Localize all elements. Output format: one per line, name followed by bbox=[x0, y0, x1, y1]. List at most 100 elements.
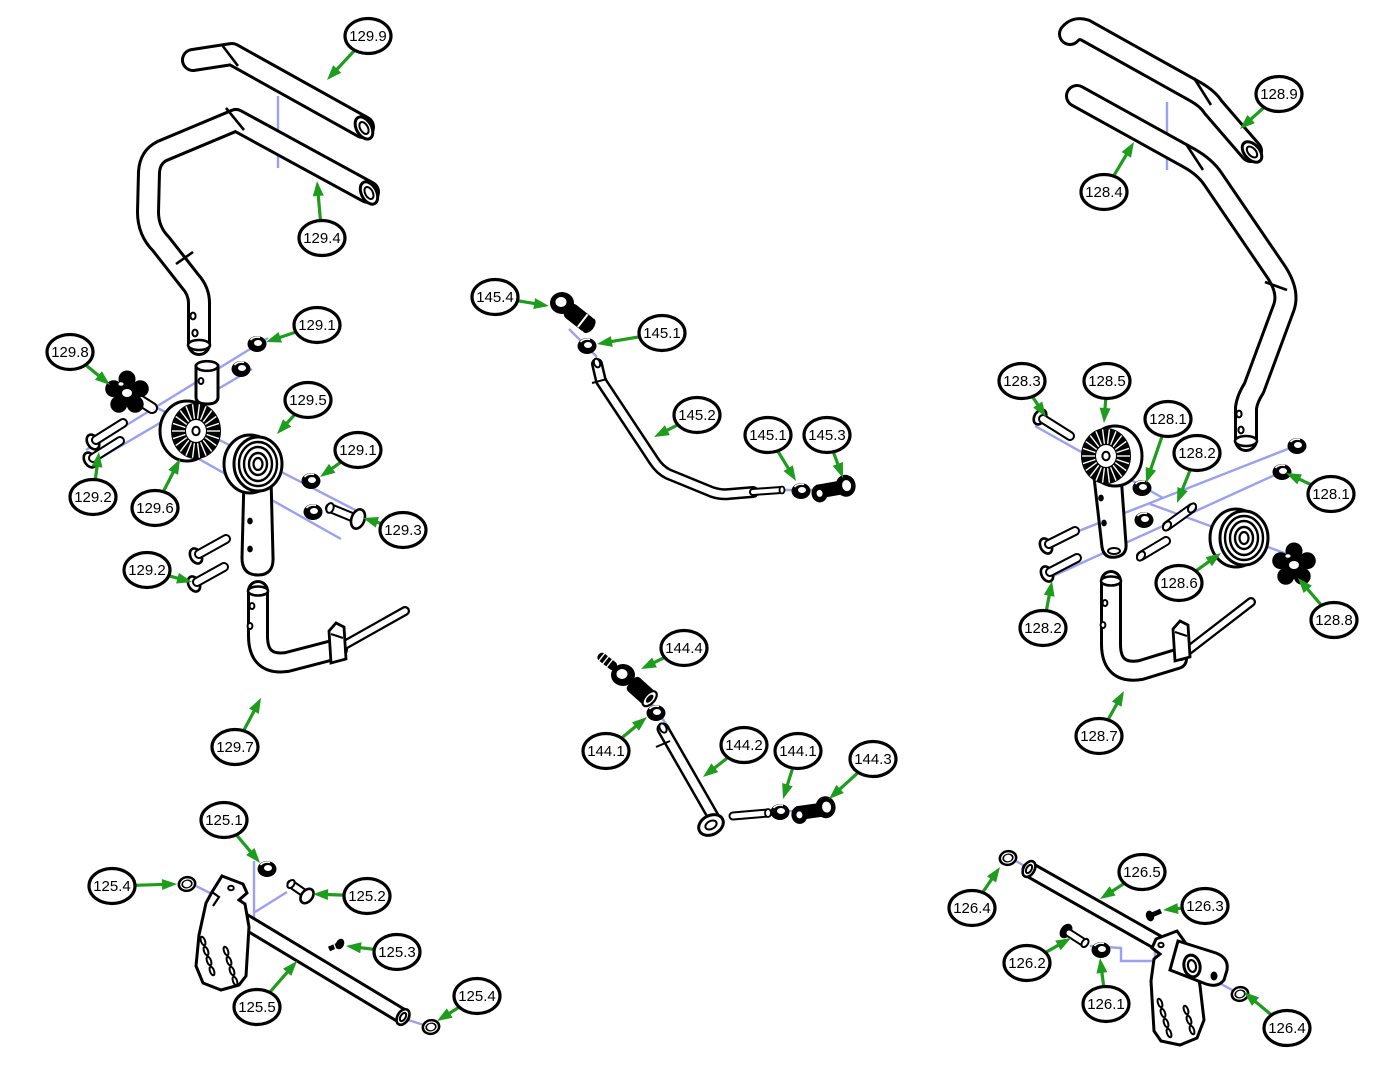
callout-bubble bbox=[1172, 433, 1222, 473]
callout-label: 128.1 bbox=[1149, 411, 1187, 428]
callout-label: 128.4 bbox=[1085, 184, 1123, 201]
callout-bubble bbox=[199, 800, 249, 840]
callout-bubble bbox=[1262, 1008, 1312, 1048]
callout-bubble bbox=[947, 888, 997, 928]
leader-arrowhead-icon bbox=[1043, 581, 1055, 597]
callout-bubble bbox=[1306, 474, 1356, 514]
leader-arrowhead-icon bbox=[631, 717, 647, 731]
callout-128.2: 128.2 bbox=[1018, 581, 1068, 648]
part-128-lower-elbow-drawing bbox=[1099, 570, 1256, 682]
callout-bubble bbox=[1082, 361, 1132, 401]
callout-129.2: 129.2 bbox=[68, 452, 118, 517]
callout-label: 128.8 bbox=[1315, 612, 1353, 629]
leader-arrowhead-icon bbox=[346, 942, 362, 954]
leader-arrowhead-icon bbox=[94, 371, 110, 385]
callout-layer: 129.9129.4129.8129.1129.5129.1129.3129.2… bbox=[45, 16, 1359, 1048]
callout-145.1: 145.1 bbox=[743, 415, 796, 481]
callout-129.9: 129.9 bbox=[327, 16, 393, 80]
callout-144.3: 144.3 bbox=[829, 739, 898, 799]
callout-label: 125.4 bbox=[93, 878, 131, 895]
callout-128.9: 128.9 bbox=[1240, 74, 1304, 129]
leader-arrowhead-icon bbox=[597, 336, 613, 347]
callout-label: 145.2 bbox=[678, 407, 716, 424]
leader-arrowhead-icon bbox=[986, 867, 1000, 883]
callout-bubble bbox=[1180, 886, 1230, 926]
callout-bubble bbox=[292, 305, 342, 345]
callout-bubble bbox=[997, 361, 1047, 401]
callout-label: 129.1 bbox=[339, 442, 377, 459]
callout-bubble bbox=[1117, 852, 1167, 892]
part-145-linkage-rod-drawing bbox=[550, 292, 856, 503]
leader-arrowhead-icon bbox=[782, 783, 793, 799]
callout-label: 128.7 bbox=[1080, 728, 1118, 745]
part-128-pivot-cluster-drawing bbox=[1029, 406, 1316, 585]
part-129-handlebar-drawing bbox=[136, 42, 380, 356]
callout-bubble bbox=[333, 430, 383, 470]
callout-129.7: 129.7 bbox=[210, 698, 261, 767]
callout-145.3: 145.3 bbox=[802, 415, 852, 478]
callout-label: 129.4 bbox=[303, 230, 341, 247]
callout-128.3: 128.3 bbox=[997, 361, 1047, 417]
leader-arrowhead-icon bbox=[312, 181, 324, 197]
callout-bubble bbox=[659, 628, 709, 668]
part-128-handlebar-drawing bbox=[1058, 17, 1298, 452]
part-144-linkage-rod-drawing bbox=[597, 652, 836, 837]
leader-arrowhead-icon bbox=[1100, 886, 1116, 899]
callout-label: 144.1 bbox=[587, 743, 625, 760]
callout-label: 144.2 bbox=[725, 737, 763, 754]
callout-bubble bbox=[372, 932, 422, 972]
callout-bubble bbox=[672, 395, 722, 435]
callout-144.1: 144.1 bbox=[773, 731, 823, 799]
leader-arrowhead-icon bbox=[1099, 407, 1111, 423]
callout-bubble bbox=[1079, 172, 1129, 212]
leader-arrowhead-icon bbox=[437, 1008, 453, 1021]
callout-bubble bbox=[1154, 563, 1204, 603]
callout-bubble bbox=[1143, 399, 1193, 439]
callout-144.1: 144.1 bbox=[581, 717, 647, 771]
leader-arrowhead-icon bbox=[1286, 473, 1302, 485]
callout-bubble bbox=[470, 277, 520, 317]
callout-label: 125.5 bbox=[238, 999, 276, 1016]
callout-bubble bbox=[122, 550, 172, 590]
callout-bubble bbox=[378, 510, 428, 550]
leader-arrowhead-icon bbox=[320, 463, 336, 477]
leader-arrowhead-icon bbox=[1121, 142, 1134, 158]
callout-126.1: 126.1 bbox=[1081, 958, 1131, 1024]
callout-145.1: 145.1 bbox=[597, 313, 687, 353]
callout-label: 144.1 bbox=[779, 743, 817, 760]
leader-arrowhead-icon bbox=[1244, 992, 1260, 1006]
leader-arrowhead-icon bbox=[168, 459, 180, 475]
callout-128.6: 128.6 bbox=[1154, 553, 1221, 603]
callout-bubble bbox=[210, 727, 260, 767]
leader-arrowhead-icon bbox=[1055, 938, 1071, 951]
callout-bubble bbox=[342, 876, 392, 916]
callout-label: 128.3 bbox=[1003, 373, 1041, 390]
callout-label: 145.4 bbox=[476, 289, 514, 306]
callout-label: 145.1 bbox=[749, 427, 787, 444]
callout-128.7: 128.7 bbox=[1074, 691, 1124, 756]
callout-126.4: 126.4 bbox=[1244, 992, 1312, 1048]
callout-label: 126.5 bbox=[1123, 864, 1161, 881]
callout-label: 129.9 bbox=[349, 28, 387, 45]
callout-bubble bbox=[232, 987, 282, 1027]
leader-arrowhead-icon bbox=[176, 572, 192, 584]
callout-label: 129.5 bbox=[289, 392, 327, 409]
callout-129.1: 129.1 bbox=[320, 430, 383, 477]
callout-129.6: 129.6 bbox=[130, 459, 180, 528]
leader-arrowhead-icon bbox=[363, 517, 379, 528]
leader-arrowhead-icon bbox=[277, 419, 292, 434]
callout-label: 129.2 bbox=[128, 562, 166, 579]
callout-bubble bbox=[87, 866, 137, 906]
callout-129.4: 129.4 bbox=[297, 181, 347, 258]
callout-129.1: 129.1 bbox=[266, 305, 342, 345]
callout-label: 144.4 bbox=[665, 640, 703, 657]
callout-label: 125.1 bbox=[205, 812, 243, 829]
callout-129.5: 129.5 bbox=[277, 380, 333, 434]
callout-label: 128.2 bbox=[1024, 620, 1062, 637]
callout-bubble bbox=[1309, 600, 1359, 640]
leader-arrowhead-icon bbox=[91, 452, 103, 468]
callout-label: 126.4 bbox=[1268, 1020, 1306, 1037]
part-129-pivot-cluster-drawing bbox=[79, 335, 367, 595]
